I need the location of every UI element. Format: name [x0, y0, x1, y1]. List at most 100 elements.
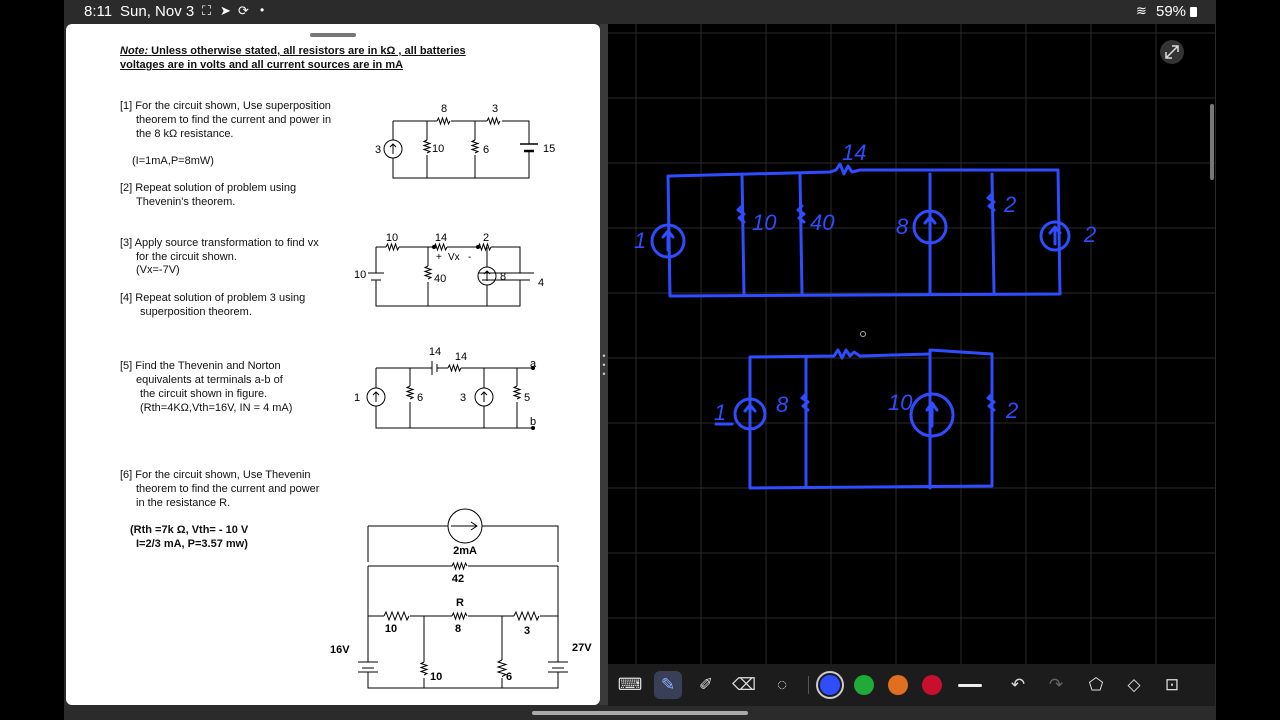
highlighter-icon[interactable]: ✐: [698, 675, 714, 694]
c1-source: 3: [375, 144, 381, 156]
c1-r-mid-2: 6: [483, 144, 489, 156]
screen-mirror-icon: ⛶: [202, 3, 212, 18]
drawing-toolbar: ⌨ ✎ ✐ ⌫ ◌ ↶ ↷ ⬠ ◇ ⊡: [608, 664, 1215, 706]
drawing-canvas[interactable]: 14 1 10 40 8 2 2 1 8: [608, 24, 1215, 664]
problem-5-line-1: [5] Find the Thevenin and Norton: [120, 360, 281, 372]
problem-2-line-1: [2] Repeat solution of problem using: [120, 182, 297, 194]
c5-r-mid: 6: [417, 392, 423, 404]
battery-percent: 59%: [1156, 3, 1187, 20]
problem-5-line-2: equivalents at terminals a-b of: [136, 374, 283, 386]
c6-v-right: 27V: [572, 642, 592, 654]
color-swatch-red[interactable]: [922, 675, 942, 695]
home-indicator[interactable]: [532, 711, 748, 715]
sync-icon: ⟳: [238, 3, 249, 18]
c3-minus: -: [468, 252, 471, 263]
sketch-circuit-1: [650, 162, 1071, 298]
c3-vx: Vx: [448, 252, 460, 263]
lasso-icon[interactable]: ◌: [776, 675, 788, 694]
circuit-3-diagram: 10 14 2 + Vx - 10 40 8 4: [354, 232, 544, 307]
status-time: 8:11: [84, 3, 113, 20]
problem-1-line-1: [1] For the circuit shown, Use superposi…: [120, 100, 331, 112]
c6-r-bot-left: 10: [430, 671, 442, 683]
note-label: Note:: [120, 45, 149, 57]
stroke-width-icon[interactable]: [958, 684, 982, 687]
redo-icon[interactable]: ↷: [1048, 675, 1064, 694]
problem-6-answer-1: (Rth =7k Ω, Vth= - 10 V: [130, 524, 249, 536]
color-swatch-blue[interactable]: [816, 671, 844, 699]
canvas-scrollbar[interactable]: [1210, 104, 1214, 180]
problem-2-line-2: Thevenin's theorem.: [136, 196, 236, 208]
c6-r-mid-right: 3: [524, 625, 530, 637]
lock-icon[interactable]: ⊡: [1164, 675, 1180, 694]
battery-icon: [1190, 7, 1197, 17]
collapse-icon[interactable]: [1165, 45, 1179, 59]
problem-6-line-1: [6] For the circuit shown, Use Thevenin: [120, 469, 311, 481]
sketch-1-source-mid: 8: [896, 214, 909, 239]
c5-source-2: 3: [460, 392, 466, 404]
sketch-1-source-right: 2: [1083, 222, 1096, 247]
split-view-divider[interactable]: [600, 24, 608, 705]
c3-v-right: 4: [538, 277, 544, 289]
sketch-1-r-b: 40: [810, 210, 835, 235]
c1-battery: 15: [543, 143, 555, 155]
problem-1-line-3: the 8 kΩ resistance.: [136, 128, 234, 140]
problem-3-line-2: for the circuit shown.: [136, 251, 237, 263]
cursor-dot: [860, 331, 866, 337]
circuit-5-diagram: 14 14 a b 1 6 3 5: [354, 346, 537, 430]
c5-r-top: 14: [455, 351, 467, 363]
color-swatch-orange[interactable]: [888, 675, 908, 695]
color-swatch-green[interactable]: [854, 675, 874, 695]
document-pane[interactable]: Note: Unless otherwise stated, all resis…: [66, 24, 600, 705]
c3-r-mid: 40: [434, 273, 446, 285]
c6-r-mid-left: 10: [385, 623, 397, 635]
undo-icon[interactable]: ↶: [1010, 675, 1026, 694]
problem-4-line-2: superposition theorem.: [140, 306, 252, 318]
c5-terminal-a: a: [530, 358, 537, 370]
problem-6-answer-2: I=2/3 mA, P=3.57 mw): [136, 538, 248, 550]
tablet-screen: 8:11 Sun, Nov 3 ⛶ ➤ ⟳ • ≋ 59% Note: Unle…: [64, 0, 1216, 720]
c1-r-top-1: 8: [441, 103, 447, 115]
problem-1-line-2: theorem to find the current and power in: [136, 114, 332, 126]
c6-source: 2mA: [453, 545, 477, 557]
c1-r-mid-1: 10: [432, 143, 444, 155]
keyboard-icon[interactable]: ⌨: [617, 675, 643, 694]
split-view-grabber-icon[interactable]: •••: [602, 351, 606, 379]
sketch-circuit-2: [714, 348, 996, 490]
c3-plus: +: [436, 252, 442, 263]
problem-5-answer: (Rth=4KΩ,Vth=16V, IN = 4 mA): [140, 402, 293, 414]
c5-battery: 14: [429, 346, 441, 358]
c5-source-1: 1: [354, 392, 360, 404]
dot-icon: •: [260, 3, 265, 17]
shape-recognition-icon[interactable]: ⬠: [1088, 675, 1104, 694]
c3-r-b: 14: [435, 232, 447, 244]
c5-terminal-b: b: [530, 416, 536, 428]
eraser-icon[interactable]: ⌫: [731, 675, 757, 694]
c6-r-bot-right: 6: [506, 671, 512, 683]
note-text-1: Unless otherwise stated, all resistors a…: [151, 45, 466, 57]
note-line-1: Note: Unless otherwise stated, all resis…: [120, 44, 466, 58]
circuit-1-diagram: 8 3 3 10 6 15: [375, 103, 555, 179]
wifi-icon: ≋: [1136, 3, 1147, 18]
c6-r-label: R: [456, 597, 464, 609]
circuit-6-diagram: 2mA 42 R 10 8 3 16V 10 6 27V: [330, 508, 592, 689]
problem-3-line-1: [3] Apply source transformation to find …: [120, 237, 319, 249]
sketch-1-r-right: 2: [1003, 192, 1016, 217]
pen-icon[interactable]: ✎: [654, 671, 682, 699]
problem-6-line-2: theorem to find the current and power: [136, 483, 320, 495]
problem-5-line-3: the circuit shown in figure.: [140, 388, 268, 400]
pane-drag-handle[interactable]: [310, 33, 356, 37]
problem-1-answer: (I=1mA,P=8mW): [132, 155, 214, 167]
fill-icon[interactable]: ◇: [1127, 675, 1141, 694]
c6-v-left: 16V: [330, 644, 350, 656]
status-bar: 8:11 Sun, Nov 3 ⛶ ➤ ⟳ • ≋ 59%: [64, 0, 1216, 24]
problem-6-line-3: in the resistance R.: [136, 497, 231, 509]
problem-3-answer: (Vx=-7V): [136, 264, 180, 276]
sketch-2-r-a: 8: [776, 392, 789, 417]
status-date: Sun, Nov 3: [120, 3, 195, 20]
location-arrow-icon: ➤: [220, 3, 231, 18]
c1-r-top-2: 3: [492, 103, 498, 115]
sketch-2-source-mid: 10: [888, 390, 913, 415]
c6-r-top: 42: [452, 573, 464, 585]
c5-r-right: 5: [524, 392, 530, 404]
sketch-1-source-left: 1: [634, 228, 646, 253]
